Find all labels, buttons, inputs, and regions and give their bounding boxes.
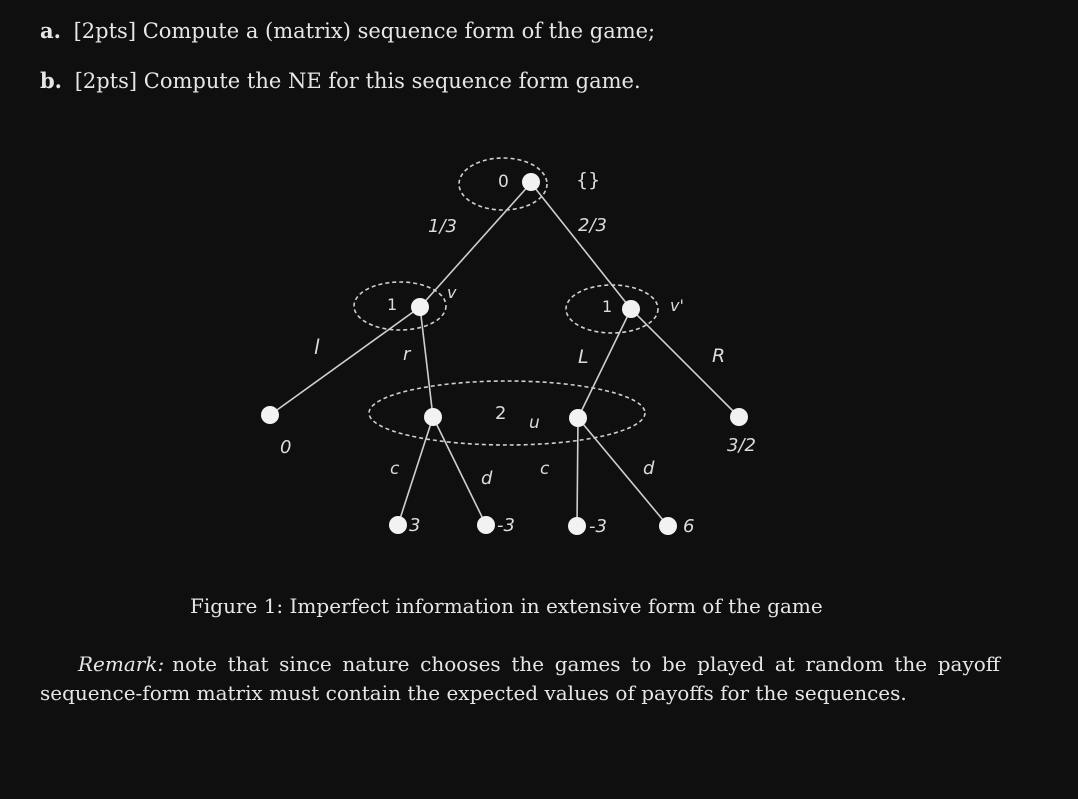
- question-a-points: [2pts]: [73, 19, 137, 43]
- p1-left-node: [411, 298, 429, 316]
- terminal-Lc-node: [568, 517, 586, 535]
- p1-left-info-set: [353, 281, 447, 331]
- root-label: 0: [498, 172, 509, 192]
- question-a: a. [2pts] Compute a (matrix) sequence fo…: [40, 18, 655, 43]
- terminal-R-node: [730, 408, 748, 426]
- question-b-points: [2pts]: [74, 69, 138, 93]
- remark-line-1: Remark: note that since nature chooses th…: [40, 650, 1000, 679]
- payoff-Ld-label: 6: [683, 516, 694, 537]
- edge-right-c: [576, 417, 579, 527]
- remark-line-2: sequence-form matrix must contain the ex…: [40, 681, 907, 705]
- question-b-letter: b.: [40, 68, 62, 93]
- edge-r: [419, 306, 434, 418]
- edge-root-right: [530, 182, 632, 310]
- edge-left-c: [397, 416, 434, 526]
- action-r-label: r: [403, 344, 412, 365]
- action-L-label: L: [578, 346, 589, 368]
- v-left-label: v: [447, 283, 457, 302]
- edge-left-d: [432, 416, 487, 526]
- terminal-Ld-node: [659, 517, 677, 535]
- game-tree-figure: 0 {} 1/3 2/3 1 1 v v' l r L R 2 u c d c …: [261, 157, 756, 537]
- question-b: b. [2pts] Compute the NE for this sequen…: [40, 68, 641, 93]
- p2-label: 2: [495, 403, 506, 424]
- root-seq-label: {}: [576, 169, 600, 191]
- payoff-R-label: 3/2: [727, 435, 756, 456]
- p1-right-node: [622, 300, 640, 318]
- payoff-rd-label: -3: [497, 515, 515, 536]
- remark-paragraph: Remark: note that since nature chooses th…: [40, 650, 1000, 708]
- action-R-label: R: [712, 345, 725, 367]
- edge-l: [269, 306, 421, 416]
- edge-R: [630, 308, 740, 418]
- d-left-label: d: [481, 468, 493, 489]
- p2-left-node: [424, 408, 442, 426]
- terminal-rc-node: [389, 516, 407, 534]
- action-l-label: l: [314, 335, 320, 359]
- question-a-text: Compute a (matrix) sequence form of the …: [142, 19, 656, 43]
- p2-right-node: [569, 409, 587, 427]
- terminal-l-node: [261, 406, 279, 424]
- edge-L: [577, 308, 632, 419]
- payoff-rc-label: 3: [409, 515, 420, 536]
- root-info-set: [458, 157, 548, 211]
- p2-info-set: [368, 380, 646, 446]
- p1-right-label: 1: [602, 297, 612, 316]
- v-right-label: v': [670, 296, 684, 315]
- prob-left-label: 1/3: [428, 216, 457, 237]
- p1-left-label: 1: [387, 295, 397, 314]
- terminal-rd-node: [477, 516, 495, 534]
- payoff-l-label: 0: [280, 437, 291, 458]
- question-b-text: Compute the NE for this sequence form ga…: [143, 69, 641, 93]
- u-label: u: [529, 413, 540, 433]
- figure-caption: Figure 1: Imperfect information in exten…: [190, 594, 823, 618]
- root-node: [522, 173, 540, 191]
- c-right-label: c: [540, 459, 550, 479]
- remark-label: Remark:: [78, 652, 165, 676]
- remark-line-1-text: note that since nature chooses the games…: [172, 652, 1000, 676]
- payoff-Lc-label: -3: [589, 516, 607, 537]
- question-a-letter: a.: [40, 18, 61, 43]
- edge-right-d: [577, 417, 669, 527]
- c-left-label: c: [390, 459, 400, 479]
- edge-root-left: [419, 182, 532, 308]
- d-right-label: d: [643, 458, 655, 479]
- prob-right-label: 2/3: [578, 215, 607, 236]
